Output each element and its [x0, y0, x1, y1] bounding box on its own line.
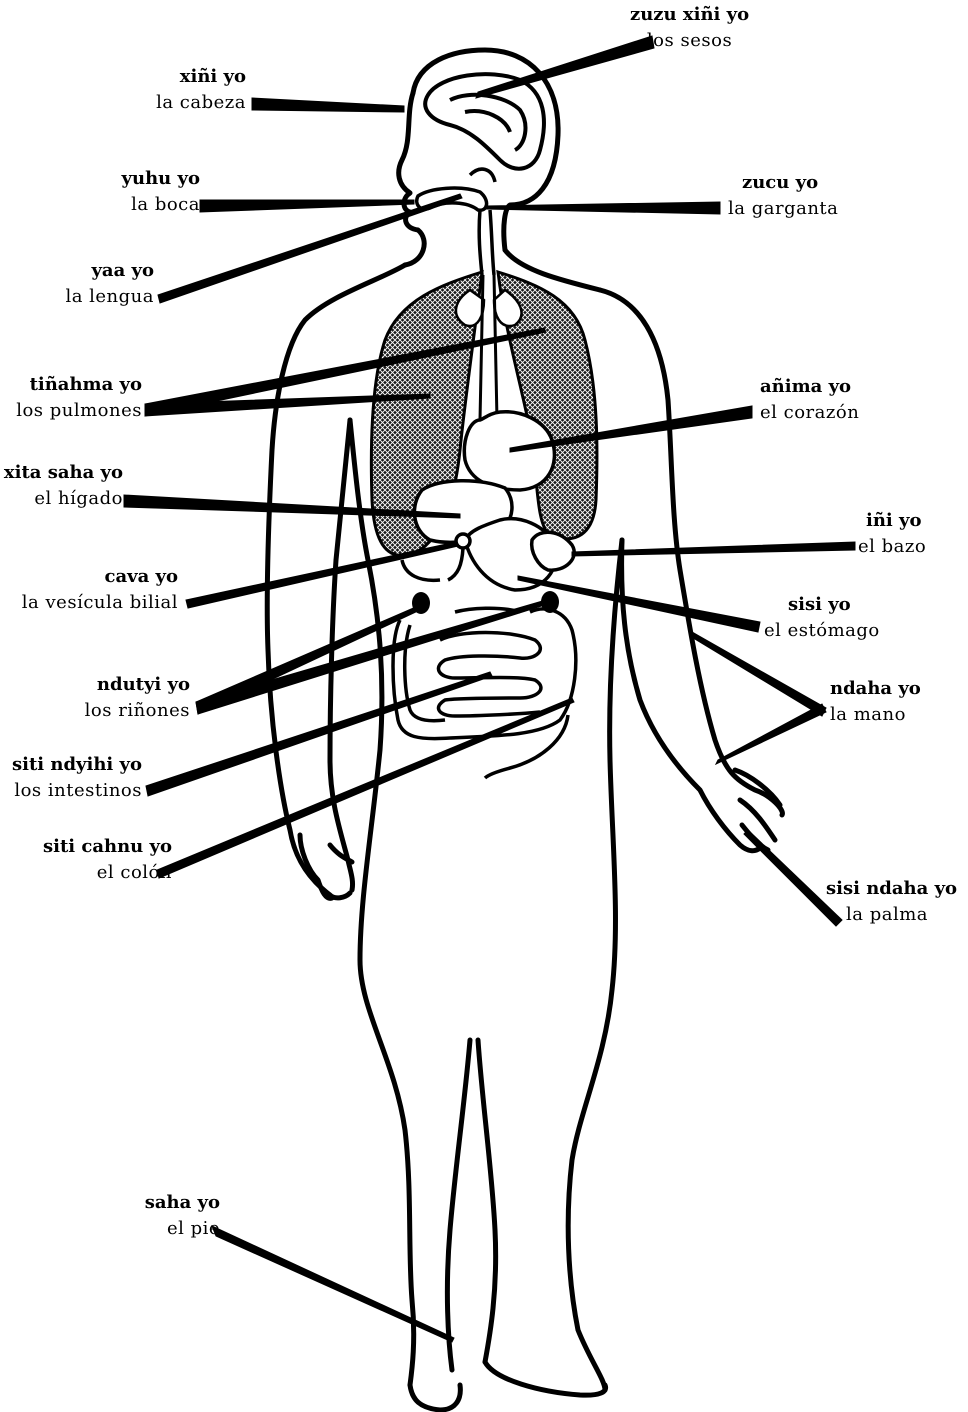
label-liver-spanish: el hígado [4, 486, 123, 512]
label-spleen: iñi yo el bazo [858, 508, 926, 560]
label-heart: añima yo el corazón [760, 374, 859, 426]
label-palm-mixtec: sisi ndaha yo [826, 876, 957, 902]
leader-spleen [572, 542, 855, 556]
body-outline [267, 50, 782, 1410]
brain-shape [425, 74, 544, 169]
label-foot: saha yo el pie [145, 1190, 220, 1242]
leader-hand-b [716, 704, 826, 764]
label-intestines: siti ndyihi yo los intestinos [12, 752, 142, 804]
label-foot-spanish: el pie [145, 1216, 220, 1242]
label-hand: ndaha yo la mano [830, 676, 921, 728]
label-liver: xita saha yo el hígado [4, 460, 123, 512]
label-foot-mixtec: saha yo [145, 1190, 220, 1216]
foot-left [410, 1385, 460, 1410]
label-throat-spanish: la garganta [728, 196, 838, 222]
label-spleen-spanish: el bazo [858, 534, 926, 560]
label-mouth-spanish: la boca [122, 192, 200, 218]
label-head-mixtec: xiñi yo [156, 64, 246, 90]
label-brain-mixtec: zuzu xiñi yo [630, 2, 749, 28]
label-brain: zuzu xiñi yo los sesos [630, 2, 749, 54]
label-tongue-mixtec: yaa yo [65, 258, 154, 284]
label-lungs-spanish: los pulmones [16, 398, 142, 424]
label-mouth: yuhu yo la boca [122, 166, 200, 218]
label-head-spanish: la cabeza [156, 90, 246, 116]
label-gall: cava yo la vesícula bilial [22, 564, 178, 616]
label-gall-mixtec: cava yo [22, 564, 178, 590]
label-colon-mixtec: siti cahnu yo [43, 834, 172, 860]
leader-brain [476, 36, 654, 98]
leader-hand-a [690, 632, 826, 716]
foot-right [485, 1362, 606, 1395]
label-mouth-mixtec: yuhu yo [122, 166, 200, 192]
label-palm: sisi ndaha yo la palma [826, 876, 957, 928]
label-colon: siti cahnu yo el colón [43, 834, 172, 886]
label-heart-spanish: el corazón [760, 400, 859, 426]
left-arm-inner [330, 420, 353, 890]
label-kidneys: ndutyi yo los riñones [85, 672, 190, 724]
right-arm-inner [622, 540, 760, 851]
label-spleen-mixtec: iñi yo [858, 508, 926, 534]
label-brain-spanish: los sesos [630, 28, 749, 54]
label-tongue-spanish: la lengua [65, 284, 154, 310]
label-kidneys-mixtec: ndutyi yo [85, 672, 190, 698]
label-stomach: sisi yo el estómago [764, 592, 880, 644]
leader-colon [157, 698, 574, 878]
heart-shape [464, 412, 554, 490]
leg-inner-right [478, 1040, 496, 1362]
label-intestines-mixtec: siti ndyihi yo [12, 752, 142, 778]
label-intestines-spanish: los intestinos [12, 778, 142, 804]
leader-foot [212, 1226, 454, 1342]
leader-mouth [200, 200, 414, 212]
label-gall-spanish: la vesícula bilial [22, 590, 178, 616]
leader-intestines [146, 672, 492, 796]
label-throat: zucu yo la garganta [728, 170, 838, 222]
leg-inner-left [447, 1040, 470, 1370]
label-hand-mixtec: ndaha yo [830, 676, 921, 702]
label-head: xiñi yo la cabeza [156, 64, 246, 116]
label-lungs-mixtec: tiñahma yo [16, 372, 142, 398]
label-throat-mixtec: zucu yo [728, 170, 838, 196]
leader-head [252, 98, 404, 112]
label-heart-mixtec: añima yo [760, 374, 859, 400]
label-liver-mixtec: xita saha yo [4, 460, 123, 486]
label-stomach-mixtec: sisi yo [764, 592, 880, 618]
label-colon-spanish: el colón [43, 860, 172, 886]
label-palm-spanish: la palma [826, 902, 957, 928]
label-lungs: tiñahma yo los pulmones [16, 372, 142, 424]
label-tongue: yaa yo la lengua [65, 258, 154, 310]
label-kidneys-spanish: los riñones [85, 698, 190, 724]
face-profile [399, 93, 424, 265]
label-hand-spanish: la mano [830, 702, 921, 728]
mouth-throat-shape [417, 169, 495, 275]
label-stomach-spanish: el estómago [764, 618, 880, 644]
intestines-shape [393, 608, 576, 778]
